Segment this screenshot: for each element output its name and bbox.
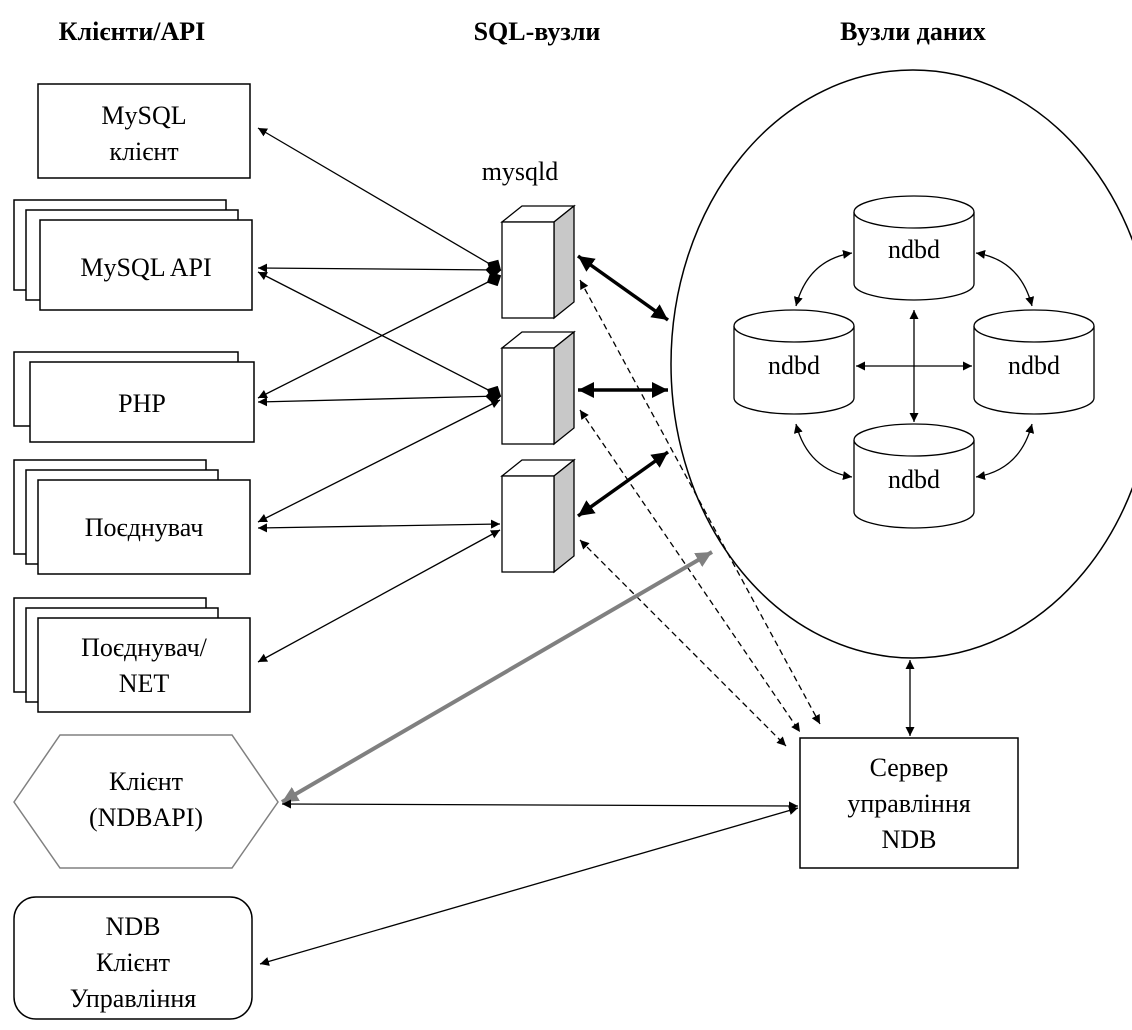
sql-nodes-column-header: SQL-вузли bbox=[474, 17, 601, 46]
management-server-label-line1: Сервер bbox=[870, 753, 949, 782]
ndbapi-client-hexagon: Клієнт (NDBAPI) bbox=[13, 734, 279, 869]
php-to-mysqld2-link bbox=[257, 388, 502, 407]
connector-to-mysqld2-link bbox=[257, 399, 501, 523]
mysql-api-label: MySQL API bbox=[80, 253, 211, 282]
ndbd-node-top: ndbd bbox=[853, 195, 975, 301]
ndbd-node-right: ndbd bbox=[973, 309, 1095, 415]
connector-box-stack: Поєднувач bbox=[13, 459, 251, 575]
ndbapi-to-data-nodes-grey-link bbox=[280, 550, 714, 804]
mysqld-server-2 bbox=[500, 330, 576, 446]
php-box-stack: PHP bbox=[13, 351, 255, 443]
connector-net-label-line2: NET bbox=[119, 669, 170, 698]
php-to-mysqld1-link bbox=[257, 271, 502, 399]
ndbd-left-bottom-link bbox=[793, 423, 853, 481]
management-server-label-line2: управління bbox=[847, 789, 970, 818]
management-server-label-line3: NDB bbox=[882, 825, 937, 854]
ndbapi-to-mgmt-link bbox=[281, 799, 799, 811]
mysqld-server-3 bbox=[500, 458, 576, 574]
mysqld2-to-mgmt-dashed-link bbox=[579, 409, 801, 733]
clients-column-header: Клієнти/API bbox=[59, 17, 206, 46]
ndb-management-client-label-line3: Управління bbox=[70, 984, 197, 1013]
mysql-api-box-stack: MySQL API bbox=[13, 199, 253, 311]
mysql-client-label-line2: клієнт bbox=[109, 137, 178, 166]
ndbd-node-bottom: ndbd bbox=[853, 423, 975, 529]
php-label: PHP bbox=[118, 389, 166, 418]
ndbapi-client-label-line1: Клієнт bbox=[109, 767, 183, 796]
data-nodes-column-header: Вузли даних bbox=[840, 17, 986, 46]
ndbd-left-label: ndbd bbox=[768, 351, 820, 380]
ndb-management-client-label-line1: NDB bbox=[106, 912, 161, 941]
connector-net-label-line1: Поєднувач/ bbox=[81, 633, 208, 662]
ndb-management-server-box: Сервер управління NDB bbox=[799, 737, 1019, 869]
ndbd-top-label: ndbd bbox=[888, 235, 940, 264]
mysqld-server-1 bbox=[500, 204, 576, 320]
ndbd-top-left-link bbox=[793, 249, 853, 307]
connector-net-box-stack: Поєднувач/ NET bbox=[13, 597, 251, 713]
ndb-management-client-label-line2: Клієнт bbox=[96, 948, 170, 977]
connector-to-mysqld3-link bbox=[257, 519, 501, 533]
mysqld-label: mysqld bbox=[482, 157, 559, 186]
mgmt-client-to-mgmt-server-link bbox=[259, 806, 799, 966]
connector-net-to-mysqld3-link bbox=[257, 529, 501, 663]
ndbd-top-right-link bbox=[975, 249, 1035, 307]
ndb-management-client-box: NDB Клієнт Управління bbox=[13, 896, 253, 1020]
mysql-api-to-mysqld2-link bbox=[257, 271, 502, 401]
connector-label: Поєднувач bbox=[85, 513, 204, 542]
ndbd-node-left: ndbd bbox=[733, 309, 855, 415]
mysql-client-to-mysqld1-link bbox=[257, 127, 502, 274]
ndbd-right-label: ndbd bbox=[1008, 351, 1060, 380]
ndbd-right-bottom-link bbox=[975, 423, 1035, 481]
mysql-client-box: MySQL клієнт bbox=[37, 83, 251, 179]
mysqld1-to-data-nodes-link bbox=[576, 254, 670, 322]
ndbd-bottom-label: ndbd bbox=[888, 465, 940, 494]
mysql-api-to-mysqld1-link bbox=[257, 261, 502, 278]
mysql-client-label-line1: MySQL bbox=[101, 101, 186, 130]
ndbapi-client-label-line2: (NDBAPI) bbox=[89, 803, 203, 832]
mysqld3-to-data-nodes-link bbox=[576, 450, 670, 518]
